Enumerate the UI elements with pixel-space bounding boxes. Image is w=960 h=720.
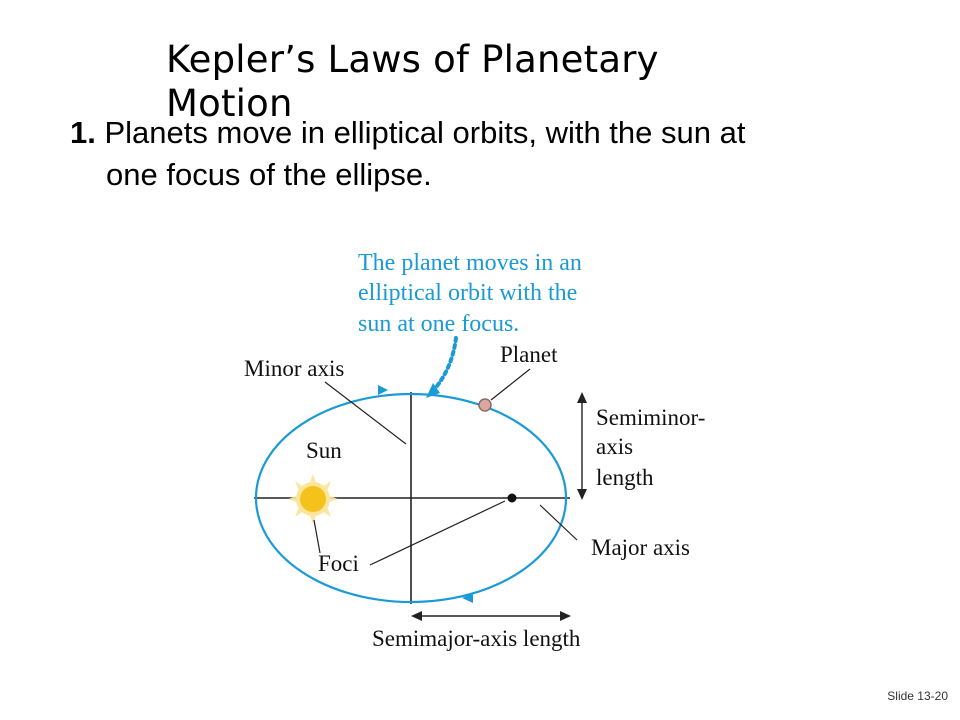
semimajor-label: Semimajor-axis length — [372, 626, 581, 651]
foci-leader-line-left — [313, 519, 321, 554]
semimajor-arrowhead-right — [560, 611, 571, 621]
bullet-line-2: one focus of the ellipse. — [106, 157, 432, 192]
semimajor-arrowhead-left — [411, 611, 422, 621]
foci-label: Foci — [318, 551, 359, 576]
minor-axis-label: Minor axis — [244, 356, 344, 381]
bullet-number: 1. — [70, 115, 96, 150]
slide-number: Slide 13-20 — [887, 689, 948, 703]
sun-label: Sun — [306, 438, 342, 463]
planet-label: Planet — [500, 342, 558, 367]
semiminor-arrowhead-top — [577, 392, 587, 403]
planet-icon — [478, 398, 492, 412]
empty-focus-dot — [507, 493, 517, 503]
semiminor-label-line-2: axis — [596, 434, 633, 459]
semiminor-label-line-3: length — [596, 465, 654, 490]
major-axis-label: Major axis — [591, 535, 690, 560]
law-1-text: 1. Planets move in elliptical orbits, wi… — [70, 112, 890, 196]
major-axis-leader-line — [539, 504, 578, 541]
semiminor-arrowhead-bottom — [577, 489, 587, 500]
bullet-line-1: Planets move in elliptical orbits, with … — [104, 115, 746, 150]
callout-line-2: elliptical orbit with the — [358, 280, 577, 306]
orbit-direction-arrow-bottom — [462, 593, 473, 603]
callout-text: The planet moves in an elliptical orbit … — [358, 250, 582, 337]
planet-leader-line — [490, 368, 531, 401]
callout-line-1: The planet moves in an — [358, 250, 582, 276]
foci-leader-line-right — [369, 500, 506, 566]
elliptical-orbit — [254, 392, 568, 604]
callout-line-3: sun at one focus. — [358, 311, 519, 337]
sun-icon — [288, 474, 338, 524]
slide-title: Kepler’s Laws of Planetary Motion — [166, 38, 659, 125]
orbit-direction-arrow-top — [378, 385, 388, 395]
semiminor-label-line-1: Semiminor- — [596, 405, 705, 430]
minor-axis-leader-line — [324, 381, 407, 445]
callout-dotted-arrow — [430, 336, 458, 394]
